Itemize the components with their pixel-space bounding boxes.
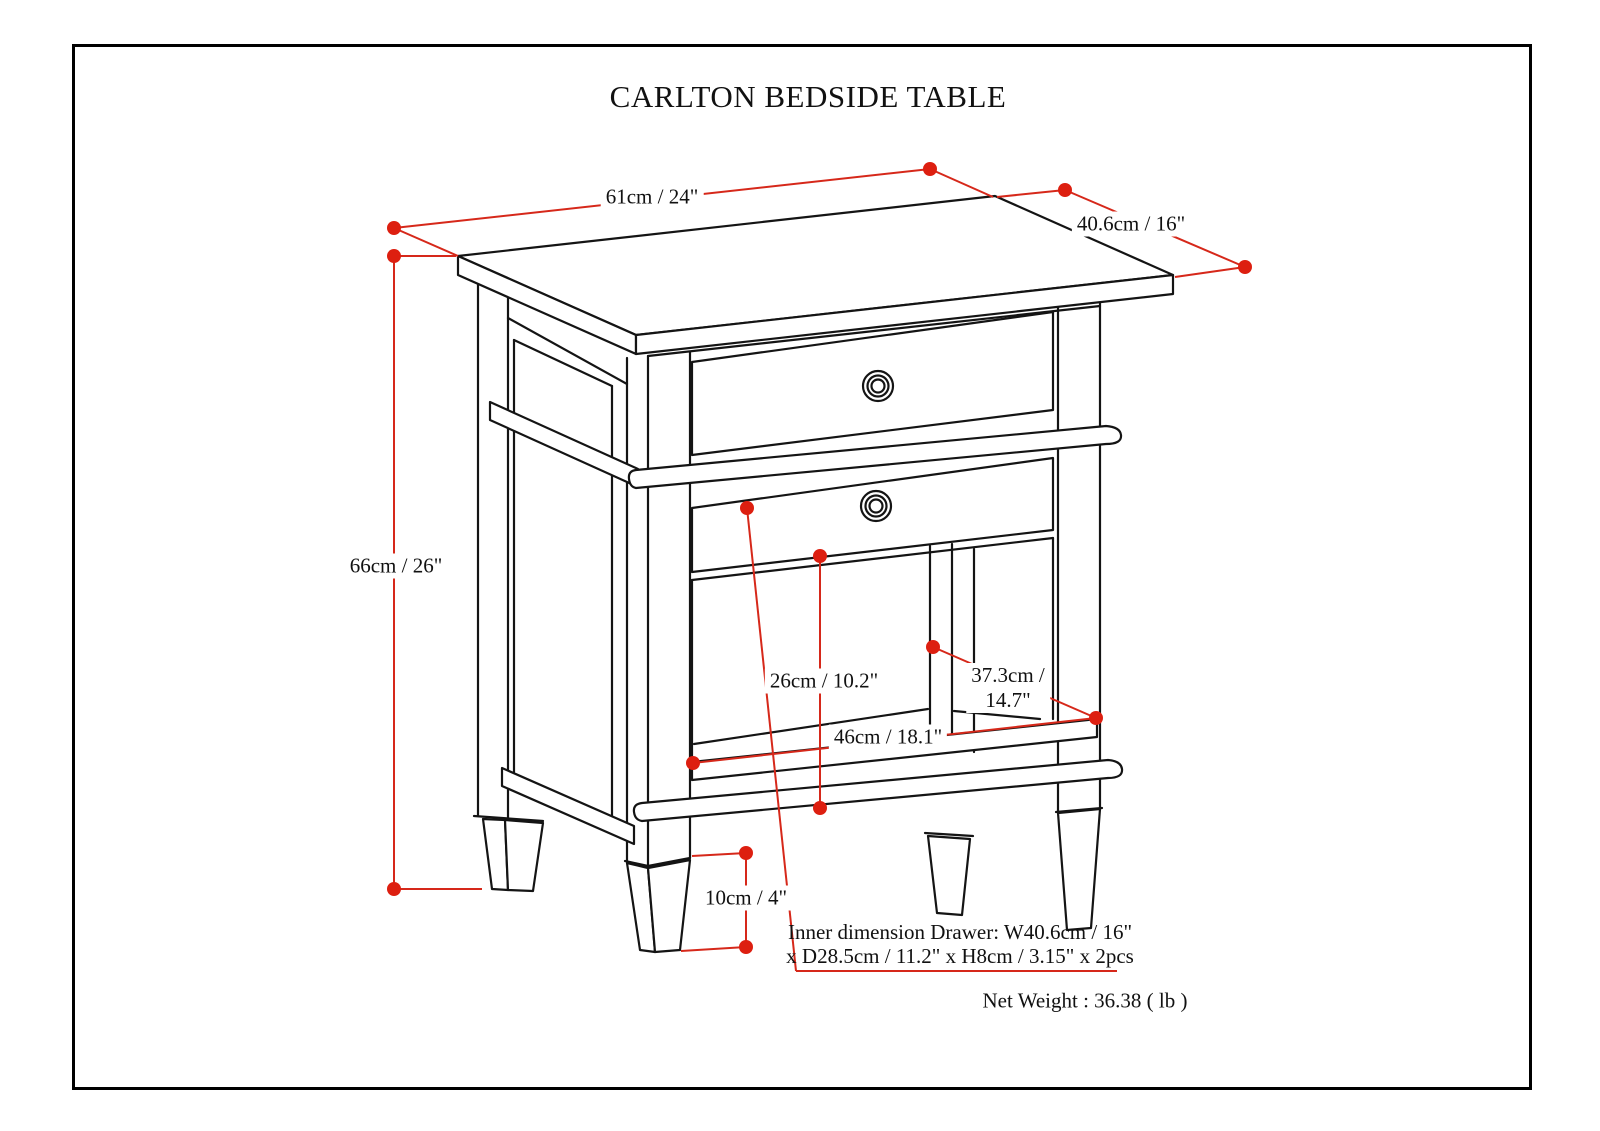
dimension-label-shelf-opening-height: 26cm / 10.2" — [764, 668, 884, 694]
drawer-2 — [690, 456, 1055, 574]
bottom-rail — [632, 758, 1124, 823]
legs — [472, 279, 1104, 954]
side-belt-molding — [488, 400, 640, 489]
drawer-inner-dimension-note-line2: x D28.5cm / 11.2" x H8cm / 3.15" x 2pcs — [786, 944, 1134, 968]
dimension-label-interior-depth-line2: 14.7" — [985, 688, 1031, 712]
dimension-label-leg-height: 10cm / 4" — [699, 885, 793, 911]
net-weight-note: Net Weight : 36.38 ( lb ) — [982, 988, 1188, 1013]
diagram-title: CARLTON BEDSIDE TABLE — [609, 79, 1007, 114]
drawer-1 — [690, 310, 1055, 457]
dimension-label-top-width: 61cm / 24" — [600, 184, 704, 210]
dimension-label-overall-height: 66cm / 26" — [344, 553, 448, 579]
dimension-label-interior-width: 46cm / 18.1" — [828, 724, 948, 750]
dimension-points — [387, 162, 1252, 954]
dimension-label-top-depth: 40.6cm / 16" — [1071, 211, 1191, 237]
dimension-label-interior-depth-line1: 37.3cm / — [971, 663, 1045, 687]
border-frame — [72, 44, 1532, 1090]
tabletop — [456, 194, 1175, 358]
belt-molding — [627, 424, 1123, 490]
ring-pull-2-icon — [859, 489, 893, 523]
dimension-label-interior-depth: 37.3cm / 14.7" — [966, 663, 1050, 713]
drawer-inner-dimension-note-line1: Inner dimension Drawer: W40.6cm / 16" — [787, 920, 1133, 944]
ring-pull-1-icon — [861, 369, 895, 403]
side-panel — [488, 316, 640, 846]
side-bottom-rail — [500, 766, 636, 846]
drawer-inner-dimension-note: Inner dimension Drawer: W40.6cm / 16" x … — [781, 920, 1139, 968]
